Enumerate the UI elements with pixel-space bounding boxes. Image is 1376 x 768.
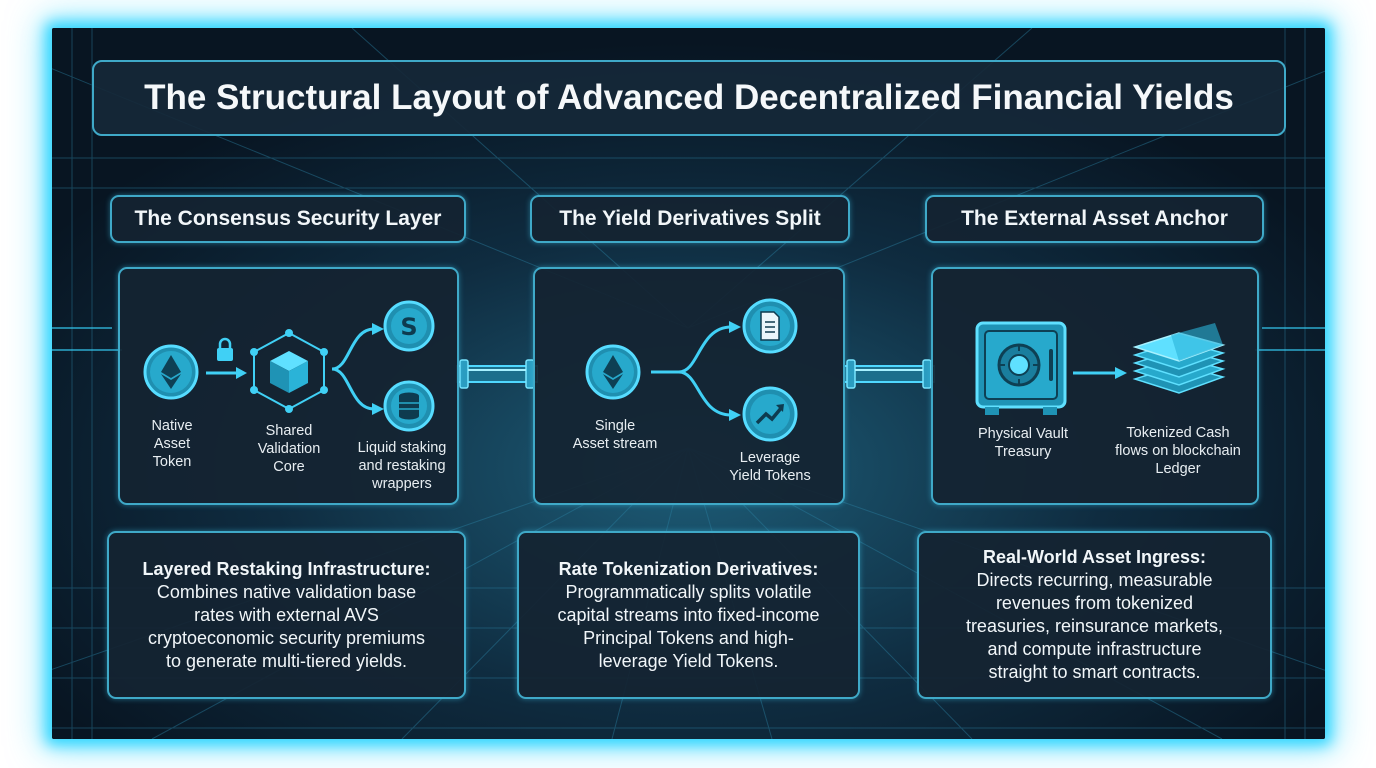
description-external-asset: Real-World Asset Ingress: Directs recurr… xyxy=(917,531,1272,699)
description-title: Real-World Asset Ingress: xyxy=(982,547,1207,567)
description-line: revenues from tokenized xyxy=(995,593,1194,613)
panel-external-asset: Physical Vault Treasury Tokenized Cash f… xyxy=(931,267,1259,505)
svg-text:S: S xyxy=(400,313,417,341)
label-physical-vault-treasury: Physical Vault Treasury xyxy=(978,426,1068,460)
description-consensus: Layered Restaking Infrastructure: Combin… xyxy=(107,531,466,699)
arrow-right-icon xyxy=(1073,367,1127,379)
description-line: treasuries, reinsurance markets, xyxy=(965,616,1224,636)
description-line: Directs recurring, measurable xyxy=(976,570,1213,590)
cube-network-icon xyxy=(250,329,328,413)
ethereum-icon xyxy=(585,344,641,400)
cash-stack-icon xyxy=(1132,323,1226,394)
section-heading-yield-derivatives: The Yield Derivatives Split xyxy=(530,195,850,243)
description-line: to generate multi-tiered yields. xyxy=(165,650,408,671)
label-tokenized-cash-flows: Tokenized Cash flows on blockchain Ledge… xyxy=(1115,425,1241,477)
arrow-right-icon xyxy=(206,367,247,379)
description-line: Combines native validation base xyxy=(156,581,417,602)
label-liquid-staking-wrappers: Liquid staking and restaking wrappers xyxy=(357,440,447,492)
branch-arrows-icon xyxy=(651,321,741,421)
description-line: rates with external AVS xyxy=(194,604,379,625)
pipe-connector-right xyxy=(843,359,935,389)
label-leverage-yield-tokens: Leverage Yield Tokens xyxy=(729,450,811,484)
description-line: Programmatically splits volatile xyxy=(565,581,812,602)
lock-icon xyxy=(217,337,233,361)
section-heading-consensus: The Consensus Security Layer xyxy=(110,195,466,243)
label-shared-validation-core: Shared Validation Core xyxy=(257,423,321,475)
description-line: leverage Yield Tokens. xyxy=(598,650,779,671)
description-line: cryptoeconomic security premiums xyxy=(147,627,426,648)
description-title: Layered Restaking Infrastructure: xyxy=(142,558,431,579)
description-line: capital streams into fixed-income xyxy=(557,604,820,625)
ethereum-icon xyxy=(143,344,199,400)
section-heading-external-asset: The External Asset Anchor xyxy=(925,195,1264,243)
description-yield-derivatives: Rate Tokenization Derivatives: Programma… xyxy=(517,531,860,699)
description-title: Rate Tokenization Derivatives: xyxy=(558,558,819,579)
trend-up-icon xyxy=(742,386,798,442)
document-icon xyxy=(742,298,798,354)
vault-safe-icon xyxy=(975,321,1067,415)
pipe-connector-left xyxy=(456,359,538,389)
description-line: and compute infrastructure xyxy=(987,639,1202,659)
panel-yield-derivatives: Single Asset stream Leverage Yield Token… xyxy=(533,267,845,505)
label-single-asset-stream: Single Asset stream xyxy=(572,418,658,452)
description-line: Principal Tokens and high- xyxy=(583,627,794,648)
coin-stack-icon xyxy=(383,380,435,432)
label-native-asset-token: Native Asset Token xyxy=(151,418,193,470)
branch-arrows-icon xyxy=(331,323,384,415)
dollar-coin-icon: S xyxy=(383,300,435,352)
description-line: straight to smart contracts. xyxy=(988,662,1201,682)
page-title: The Structural Layout of Advanced Decent… xyxy=(92,60,1286,136)
panel-consensus: S Native Asset Token Shared Validation C… xyxy=(118,267,459,505)
